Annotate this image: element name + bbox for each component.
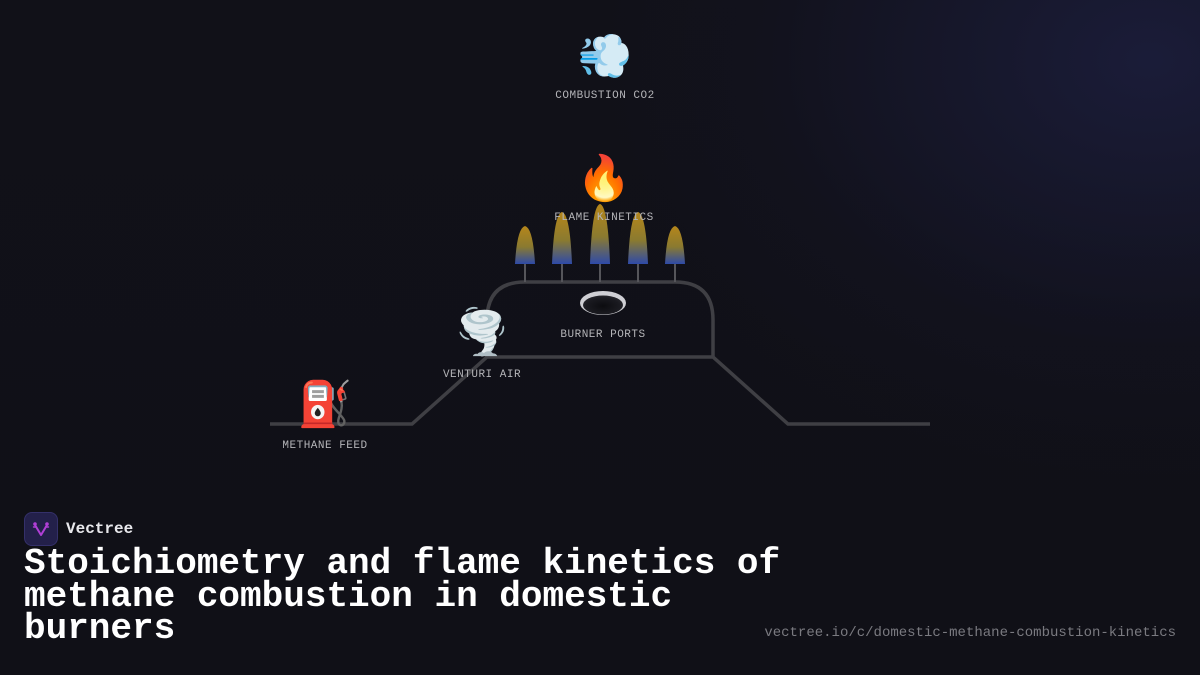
gas-pipe	[270, 355, 930, 426]
page-url[interactable]: vectree.io/c/domestic-methane-combustion…	[764, 625, 1176, 641]
node-combustion-co2: 💨 COMBUSTION CO2	[555, 36, 654, 102]
page-title: Stoichiometry and flame kinetics of meth…	[24, 543, 781, 649]
flame-5	[665, 226, 685, 264]
node-label: FLAME KINETICS	[554, 212, 654, 224]
node-label: VENTURI AIR	[442, 369, 522, 381]
fire-icon: 🔥	[576, 157, 632, 207]
node-label: METHANE FEED	[282, 440, 368, 452]
flame-3	[590, 204, 610, 264]
brand-name: Vectree	[66, 520, 134, 538]
flames	[515, 204, 685, 264]
node-flame-kinetics: 🔥 FLAME KINETICS	[554, 158, 653, 224]
flame-2	[552, 212, 572, 264]
dash-wind-icon: 💨	[577, 35, 633, 85]
flame-1	[515, 226, 535, 264]
fuel-pump-icon: ⛽	[297, 383, 353, 433]
flame-stems	[524, 264, 676, 282]
node-methane-feed: ⛽ METHANE FEED	[282, 384, 367, 452]
node-label: COMBUSTION CO2	[555, 90, 655, 102]
node-burner-ports: BURNER PORTS	[560, 329, 645, 341]
vectree-logo-icon	[24, 512, 58, 546]
brand: Vectree	[24, 512, 133, 546]
flame-4	[628, 212, 648, 264]
node-venturi-air: 🌪️ VENTURI AIR	[443, 312, 521, 381]
node-label: BURNER PORTS	[560, 329, 646, 341]
burner-port-icon	[580, 291, 626, 315]
tornado-icon: 🌪️	[454, 311, 510, 361]
